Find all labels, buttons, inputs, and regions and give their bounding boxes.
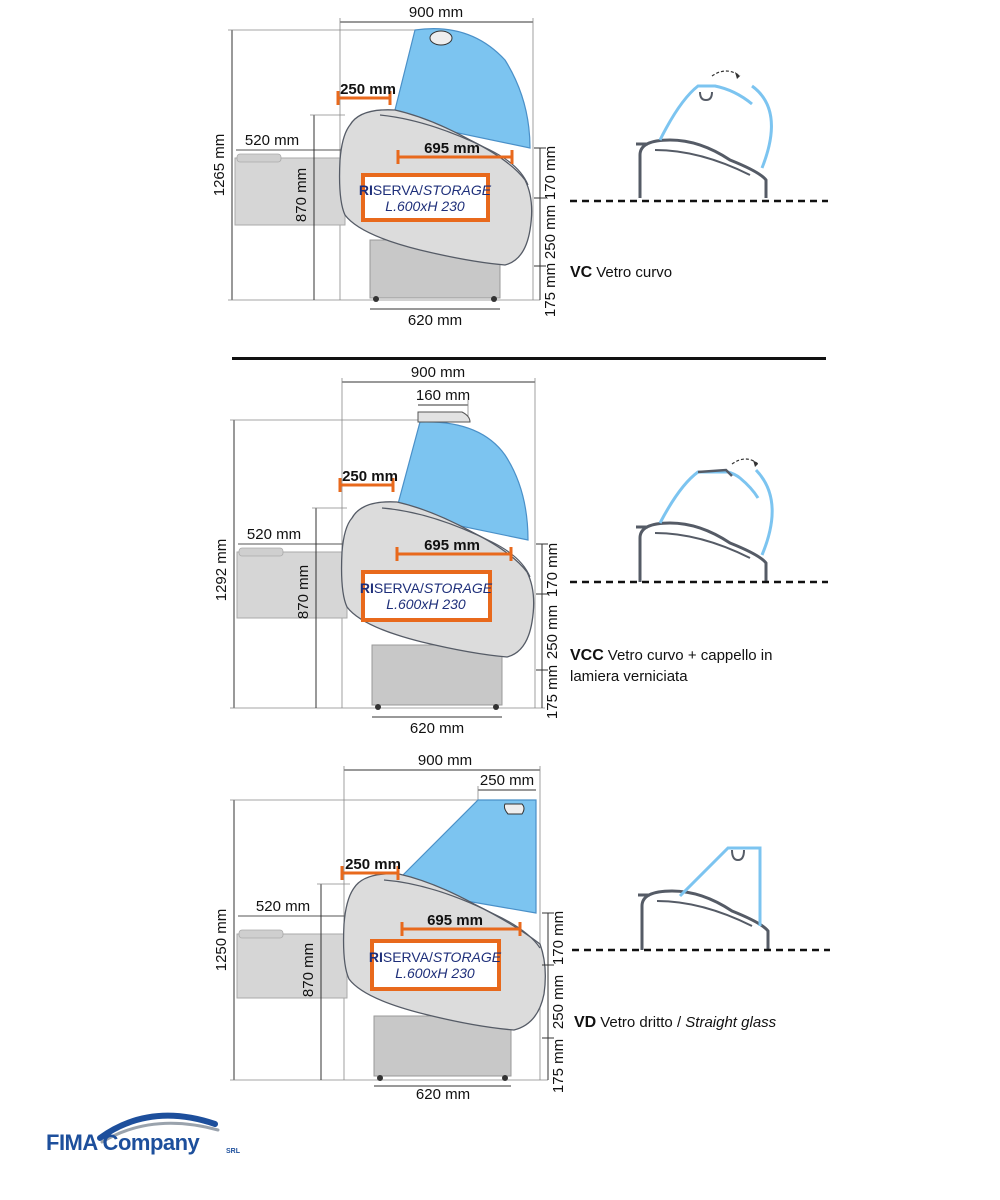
storage-size: L.600xH 230 [386, 596, 466, 612]
profile-lamp [731, 849, 745, 862]
dim-glass-top: 160 mm [416, 387, 470, 404]
dim-display: 695 mm [424, 537, 480, 554]
diagram-vcc: 900 mm 160 mm 1292 mm 520 mm 870 mm 620 … [0, 360, 1000, 740]
lamp [503, 803, 525, 815]
dim-height-total: 1265 mm [211, 134, 228, 197]
dim-counter-height: 870 mm [300, 943, 317, 997]
wheel [373, 296, 379, 302]
fima-logo: FIMA Company SRL [40, 1108, 240, 1168]
dim-h-mid: 250 mm [550, 975, 567, 1029]
dim-h-base: 175 mm [544, 665, 561, 719]
hat-cap [417, 411, 471, 423]
dim-h-base: 175 mm [550, 1039, 567, 1093]
rear-shelf-edge [238, 547, 284, 557]
profile-lamp [699, 91, 713, 102]
storage-size: L.600xH 230 [385, 198, 465, 214]
profile-outline [638, 138, 768, 198]
arrow-head-icon [753, 460, 758, 467]
dim-counter-height: 870 mm [295, 565, 312, 619]
logo-suffix: SRL [226, 1148, 240, 1155]
profile-outline [640, 889, 770, 950]
dim-display: 695 mm [427, 912, 483, 929]
storage-box [370, 939, 501, 991]
caption-code: VCC [570, 647, 604, 664]
dim-height-total: 1250 mm [213, 909, 230, 972]
profile-glass-straight [678, 846, 762, 926]
dim-depth-rear: 520 mm [256, 898, 310, 915]
profile-edge [654, 532, 751, 559]
dim-width-total: 900 mm [411, 364, 465, 381]
caption-text: Vetro curvo [596, 264, 673, 281]
diagram-vc: 900 mm 1265 mm 520 mm 870 mm 620 mm 250 … [0, 0, 1000, 350]
profile-glass-open [751, 84, 773, 169]
dim-shelf: 250 mm [345, 856, 401, 873]
dim-h-mid: 250 mm [544, 605, 561, 659]
dim-h-base: 175 mm [542, 263, 559, 317]
dim-counter-height: 870 mm [293, 168, 310, 222]
wheel [491, 296, 497, 302]
storage-box [361, 570, 492, 622]
logo-text: FIMA Company [46, 1130, 200, 1155]
storage-label: RISERVA/STORAGE [360, 580, 493, 596]
dim-depth-rear: 520 mm [245, 132, 299, 149]
vc-drawing: 900 mm 1265 mm 520 mm 870 mm 620 mm 250 … [211, 4, 828, 329]
storage-label: RISERVA/STORAGE [369, 949, 502, 965]
lamp [429, 30, 453, 46]
caption-text: Vetro curvo + cappello in [607, 647, 773, 664]
dim-h-upper: 170 mm [550, 911, 567, 965]
cabinet-edge [381, 507, 531, 578]
cabinet-edge [379, 114, 529, 186]
wheel [493, 704, 499, 710]
dim-shelf: 250 mm [340, 81, 396, 98]
dim-base-width: 620 mm [416, 1086, 470, 1103]
rear-shelf [236, 551, 348, 619]
dim-base-width: 620 mm [410, 720, 464, 737]
vd-drawing: 900 mm 250 mm 1250 mm 520 mm 870 mm 620 … [213, 752, 830, 1103]
dim-shelf: 250 mm [342, 468, 398, 485]
dim-h-upper: 170 mm [544, 543, 561, 597]
wheel [377, 1075, 383, 1081]
profile-glass-closed [658, 470, 760, 524]
dim-depth-rear: 520 mm [247, 526, 301, 543]
dim-h-upper: 170 mm [542, 146, 559, 200]
rear-shelf-edge [236, 153, 282, 163]
rear-shelf [236, 933, 348, 999]
storage-size: L.600xH 230 [395, 965, 475, 981]
dim-width-total: 900 mm [409, 4, 463, 21]
caption-text-italic: Straight glass [685, 1014, 777, 1031]
cabinet-edge [383, 879, 541, 949]
profile-hat [697, 468, 733, 477]
section-divider [232, 357, 826, 360]
profile-edge [654, 149, 751, 176]
caption-text-line2: lamiera verniciata [570, 668, 688, 685]
rear-shelf [234, 157, 346, 226]
wheel [375, 704, 381, 710]
rear-shelf-edge [238, 929, 284, 939]
profile-glass-closed [658, 84, 753, 141]
dim-h-mid: 250 mm [542, 205, 559, 259]
base-cabinet [371, 644, 503, 706]
dim-base-width: 620 mm [408, 312, 462, 329]
storage-label: RISERVA/STORAGE [359, 182, 492, 198]
diagram-vd: 900 mm 250 mm 1250 mm 520 mm 870 mm 620 … [0, 748, 1000, 1103]
dim-width-total: 900 mm [418, 752, 472, 769]
caption-code: VD [574, 1014, 597, 1031]
profile-outline [638, 521, 768, 582]
profile-edge [656, 900, 753, 927]
dim-height-total: 1292 mm [213, 539, 230, 602]
profile-glass-open [754, 468, 774, 556]
arrow-head-icon [735, 72, 740, 79]
caption-code: VC [570, 264, 593, 281]
logo-swoosh-icon [97, 1112, 220, 1144]
vcc-drawing: 900 mm 160 mm 1292 mm 520 mm 870 mm 620 … [213, 364, 828, 737]
storage-box [361, 173, 490, 222]
dim-display: 695 mm [424, 140, 480, 157]
caption-text: Vetro dritto / [600, 1014, 686, 1031]
dim-glass-top: 250 mm [480, 772, 534, 789]
wheel [502, 1075, 508, 1081]
